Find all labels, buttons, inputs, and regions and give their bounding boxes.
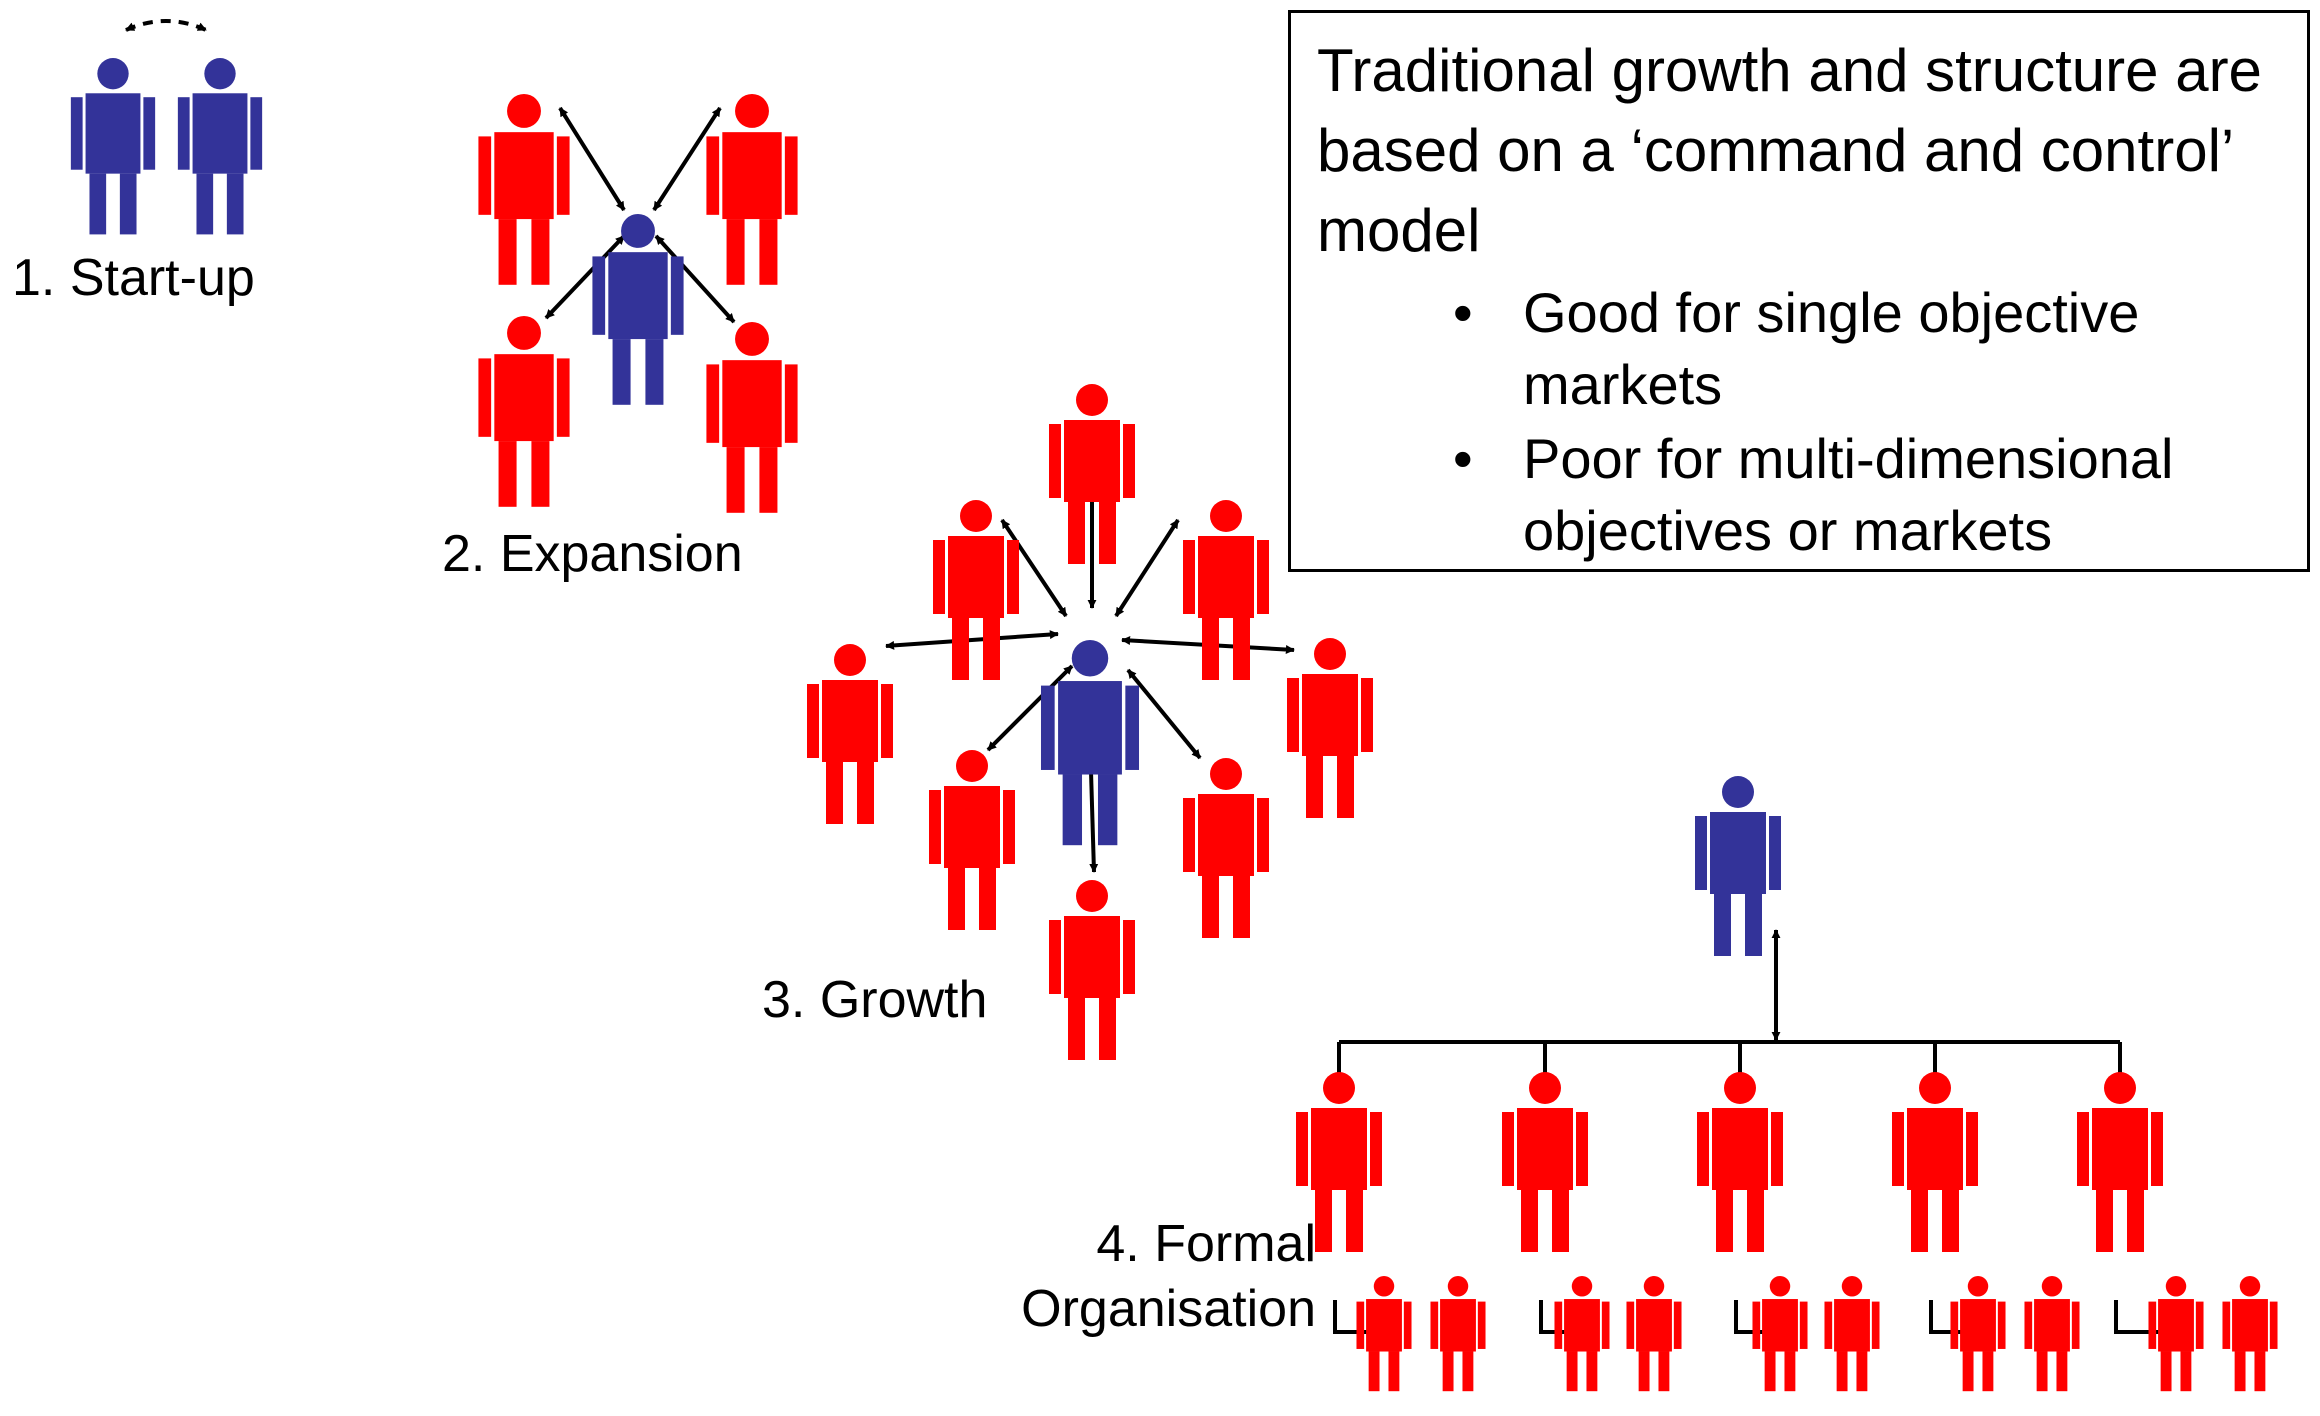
team-member-icon: [2222, 1276, 2278, 1392]
expansion-staff-icon: [478, 316, 570, 507]
growth-link: [1114, 518, 1180, 618]
expansion-manager-icon: [592, 214, 684, 405]
team-link: [1734, 1300, 1766, 1334]
team-link: [1929, 1300, 1964, 1334]
growth-manager-icon: [1040, 640, 1140, 846]
department-manager-icon: [1697, 1072, 1783, 1252]
team-link: [1333, 1300, 1370, 1334]
team-link: [2114, 1300, 2162, 1334]
expansion-staff-icon: [478, 94, 570, 285]
team-member-icon: [2024, 1276, 2080, 1392]
growth-link: [1000, 518, 1068, 618]
expansion-link: [654, 234, 736, 324]
ceo-icon: [1695, 776, 1781, 956]
summary-heading: Traditional growth and structure are bas…: [1317, 37, 2262, 264]
growth-staff-icon: [1287, 638, 1373, 818]
department-manager-icon: [1892, 1072, 1978, 1252]
summary-bullet-item: • Good for single objective markets: [1317, 277, 2281, 421]
people-layer: [70, 58, 2278, 1392]
growth-staff-icon: [1183, 500, 1269, 680]
growth-staff-icon: [1183, 758, 1269, 938]
expansion-link: [544, 234, 626, 320]
stage-label-expansion: 2. Expansion: [442, 525, 743, 583]
summary-bullet-text: Poor for multi-dimensional objectives or…: [1523, 427, 2174, 562]
summary-bullet-item: • Poor for multi-dimensional objectives …: [1317, 423, 2281, 567]
team-member-icon: [1430, 1276, 1486, 1392]
expansion-staff-icon: [706, 322, 798, 513]
start-up-founder-icon: [70, 58, 156, 235]
team-member-icon: [1824, 1276, 1880, 1392]
expansion-link: [558, 106, 626, 212]
summary-textbox: Traditional growth and structure are bas…: [1288, 10, 2310, 572]
team-member-icon: [1554, 1276, 1610, 1392]
start-up-link: [125, 19, 207, 32]
start-up-founder-icon: [177, 58, 263, 235]
growth-staff-icon: [1049, 384, 1135, 564]
growth-link: [986, 664, 1074, 752]
department-manager-icon: [1502, 1072, 1588, 1252]
growth-link: [885, 630, 1059, 650]
bullet-icon: •: [1453, 427, 1473, 490]
department-manager-icon: [2077, 1072, 2163, 1252]
team-member-icon: [1356, 1276, 1412, 1392]
expansion-staff-icon: [706, 94, 798, 285]
stage-label-start-up: 1. Start-up: [12, 249, 255, 307]
stage-label-growth: 3. Growth: [762, 971, 988, 1029]
bullet-icon: •: [1453, 281, 1473, 344]
growth-staff-icon: [807, 644, 893, 824]
stage-label-formal-organisation: 4. Formal Organisation: [1021, 1212, 1316, 1342]
stage-label-formal-line-2: Organisation: [1021, 1280, 1316, 1338]
growth-staff-icon: [933, 500, 1019, 680]
expansion-link: [652, 106, 722, 212]
growth-staff-icon: [929, 750, 1015, 930]
growth-staff-icon: [1049, 880, 1135, 1060]
growth-link: [1126, 668, 1202, 760]
team-member-icon: [1752, 1276, 1808, 1392]
summary-bullet-list: • Good for single objective markets • Po…: [1317, 277, 2281, 567]
team-member-icon: [2148, 1276, 2204, 1392]
summary-bullet-text: Good for single objective markets: [1523, 281, 2140, 416]
stage-label-formal-line-1: 4. Formal: [1096, 1215, 1316, 1273]
team-member-icon: [1950, 1276, 2006, 1392]
department-manager-icon: [1296, 1072, 1382, 1252]
team-member-icon: [1626, 1276, 1682, 1392]
